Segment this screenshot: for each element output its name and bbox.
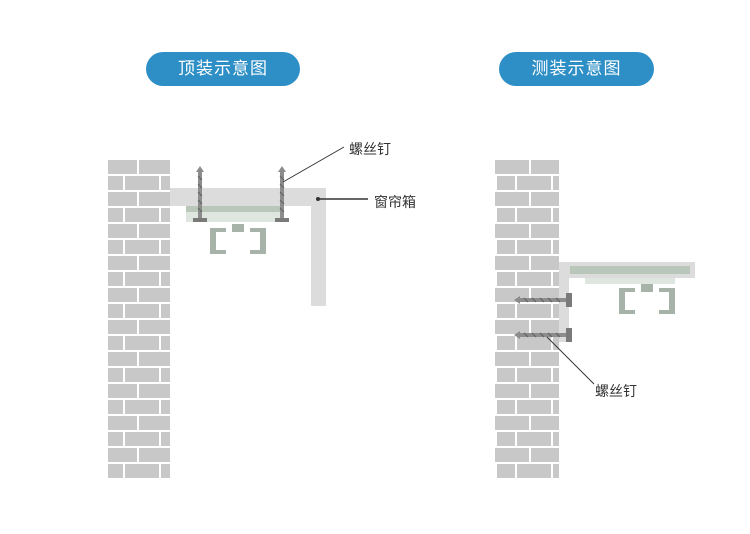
box-leader-dot: [316, 197, 320, 201]
curtain-box-label: 窗帘箱: [374, 195, 416, 211]
ceiling-bracket: [186, 206, 284, 222]
brick-wall: [108, 160, 170, 478]
curtain-track: [210, 224, 266, 254]
screw-leader-line: [546, 336, 595, 385]
brick-wall: [495, 160, 559, 478]
side-screw-label: 螺丝钉: [595, 384, 637, 400]
top-mount-diagram: [108, 146, 368, 478]
top-screw-label: 螺丝钉: [349, 142, 391, 158]
curtain-track: [619, 284, 675, 314]
side-mount-diagram: [495, 160, 695, 478]
side-mount-title: 测装示意图: [499, 52, 654, 86]
screw-leader-line: [282, 146, 345, 183]
curtain-box: [170, 188, 326, 306]
top-mount-title: 顶装示意图: [146, 52, 300, 86]
